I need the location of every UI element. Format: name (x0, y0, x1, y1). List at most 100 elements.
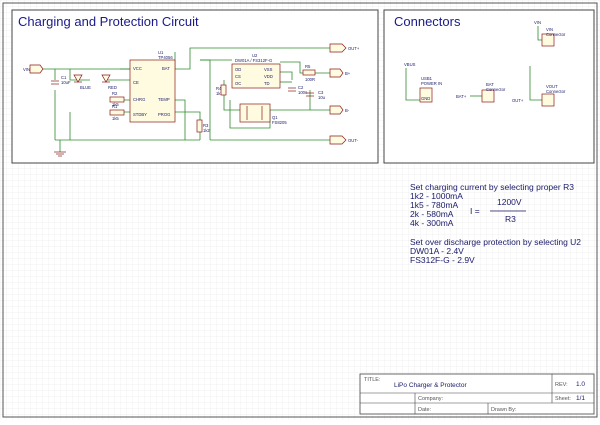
u2-pin-vss: VSS (264, 67, 273, 72)
sheet-frame (2, 2, 598, 418)
b-plus-port (329, 68, 344, 78)
r4-value: 1k (216, 91, 221, 96)
blue-led-label: BLUE (80, 85, 91, 90)
u1-part: TP4056 (158, 55, 173, 60)
r5-label: R5 (305, 64, 311, 69)
usb-connector (419, 87, 433, 103)
protection-option-1: DW01A - 2.4V (410, 246, 464, 256)
vout-connector (541, 93, 555, 107)
charging-option-3: 2k - 580mA (410, 209, 454, 219)
bat-connector (481, 89, 495, 103)
r1-value: 1k5 (112, 116, 119, 121)
bat-ref: BAT (486, 82, 494, 87)
out-minus-label: OUT- (348, 138, 359, 143)
usb-gnd: GND (421, 96, 430, 101)
u2-pin-cs: CS (235, 74, 241, 79)
r2-resistor: R2 1k5 (109, 91, 125, 107)
charging-note-heading: Set charging current by selecting proper… (410, 182, 574, 192)
r2-value: 1k5 (112, 102, 119, 107)
connectors-panel: Connectors USB1 POWER IN GND VBUS BAT Co… (383, 9, 595, 164)
c1-label: C1 (61, 75, 67, 80)
u1-ref: U1 (158, 50, 164, 55)
u1-pin-temp: TEMP (158, 97, 170, 102)
charging-panel: Charging and Protection Circuit VIN (11, 9, 379, 164)
connectors-panel-title: Connectors (394, 14, 461, 29)
u1-pin-vcc: VCC (133, 66, 142, 71)
blue-led: BLUE (73, 74, 91, 90)
vin-label: Connector (546, 32, 566, 37)
c1-capacitor: C1 10uF (51, 75, 71, 85)
r4-label: R4 (216, 86, 222, 91)
title-block-date-label: Date: (418, 407, 432, 413)
formula-numerator: 1200V (497, 197, 522, 207)
vin-net: VIN (534, 20, 541, 25)
vin-port-label: VIN (23, 67, 30, 72)
r3-value: 1k2 (203, 128, 210, 133)
c2-value: 100n (298, 90, 308, 95)
protection-option-2: FS312F-G - 2.9V (410, 255, 475, 265)
usb-vbus: VBUS (404, 62, 416, 67)
title-block-title: LiPo Charger & Protector (394, 382, 467, 389)
c1-value: 10uF (61, 80, 71, 85)
u2-ref: U2 (252, 53, 258, 58)
q1-ref: Q1 (272, 115, 278, 120)
title-block-sheet-label: Sheet: (555, 396, 571, 402)
title-block-drawn-label: Drawn By: (491, 407, 517, 413)
c2-label: C2 (298, 85, 304, 90)
u1-pin-prog: PROG (158, 112, 170, 117)
charging-option-4: 4k - 300mA (410, 218, 454, 228)
charging-option-2: 1k5 - 780mA (410, 200, 459, 210)
u2-pin-od: OD (235, 67, 241, 72)
u1-tp4056-chip: U1 TP4056 VCC CE CHRG STDBY BAT TEMP PRO… (129, 50, 176, 123)
protection-note-heading: Set over discharge protection by selecti… (410, 237, 581, 247)
out-plus-label: OUT+ (348, 46, 360, 51)
vout-ref: VOUT (546, 84, 558, 89)
b-plus-label: B+ (345, 71, 351, 76)
connectors-panel-border (383, 9, 595, 164)
formula-denominator: R3 (505, 214, 516, 224)
title-block-sheet: 1/1 (576, 395, 585, 402)
c3-capacitor: C3 10u (306, 90, 326, 100)
q1-fs8205-mosfet: Q1 FS8205 (239, 103, 287, 125)
usb-ref: USB1 (421, 76, 433, 81)
formula-lhs: I = (470, 206, 480, 216)
r1-label: R1 (112, 104, 118, 109)
u2-pin-td: TD (264, 81, 270, 86)
title-block: TITLE: LiPo Charger & Protector REV: 1.0… (359, 373, 595, 415)
r2-label: R2 (112, 91, 118, 96)
usb-label: POWER IN (421, 81, 442, 86)
b-minus-port (329, 105, 344, 115)
c3-value: 10u (318, 95, 326, 100)
r1-resistor: R1 1k5 (109, 104, 125, 121)
title-block-title-label: TITLE: (364, 377, 381, 383)
u2-dw01a-chip: U2 DW01A / FS312F-G OD CS OC VSS VDD TD (231, 53, 281, 89)
vout-label: Connector (546, 89, 566, 94)
u2-pin-vdd: VDD (264, 74, 273, 79)
r4-resistor: R4 1k (216, 84, 227, 96)
out-plus-port (329, 43, 347, 53)
u1-pin-bat: BAT (162, 66, 170, 71)
vin-port (29, 64, 44, 74)
vin-connector (541, 33, 555, 47)
title-block-rev: 1.0 (576, 381, 585, 388)
r5-value: 100R (305, 77, 315, 82)
title-block-company-label: Company: (418, 396, 444, 402)
r3-resistor: R3 1k2 (196, 119, 210, 133)
ground-symbol (54, 151, 66, 157)
u2-pin-oc: OC (235, 81, 241, 86)
u2-part: DW01A / FS312F-G (235, 58, 272, 63)
bat-label: Connector (486, 87, 506, 92)
r5-resistor: R5 100R (302, 64, 316, 82)
out-minus-port (329, 135, 347, 145)
title-block-rev-label: REV: (555, 382, 568, 388)
u1-pin-stdby: STDBY (133, 112, 147, 117)
b-minus-label: B- (345, 108, 350, 113)
c3-label: C3 (318, 90, 324, 95)
notes-block: Set charging current by selecting proper… (410, 182, 581, 265)
u1-pin-chrg: CHRG (133, 97, 145, 102)
vin-ref: VIN (546, 27, 553, 32)
charging-panel-title: Charging and Protection Circuit (18, 14, 199, 29)
charging-panel-border (11, 9, 379, 164)
red-led: RED (101, 74, 117, 90)
